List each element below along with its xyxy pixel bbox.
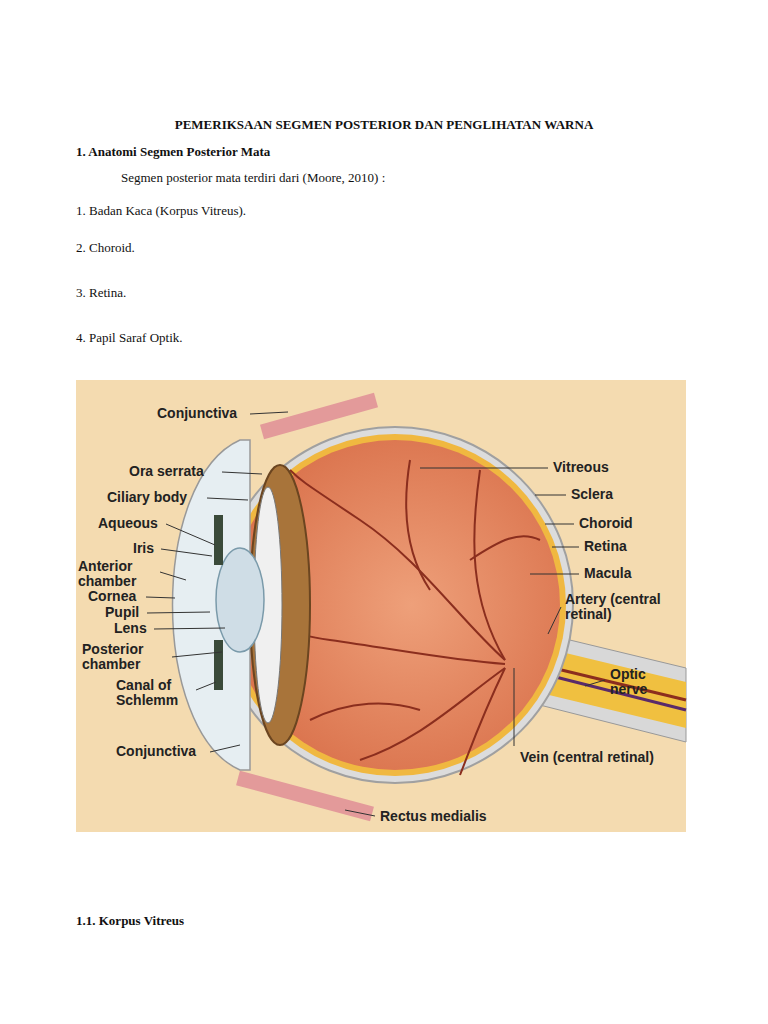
lens: [216, 548, 264, 652]
part-label: Rectus medialis: [380, 809, 487, 824]
part-label: Choroid: [579, 516, 633, 531]
part-label: Ora serrata: [129, 464, 204, 479]
part-label: Conjunctiva: [157, 406, 237, 421]
part-label: Lens: [114, 621, 147, 636]
part-label: Aqueous: [98, 516, 158, 531]
list-item: 4. Papil Saraf Optik.: [76, 330, 183, 346]
list-item: 2. Choroid.: [76, 240, 135, 256]
part-label: Ciliary body: [107, 490, 187, 505]
part-label: Artery (central retinal): [565, 592, 689, 622]
part-label: Posterior chamber: [82, 642, 170, 672]
part-label: Sclera: [571, 487, 613, 502]
part-label: Retina: [584, 539, 627, 554]
part-label: Optic nerve: [610, 667, 684, 697]
iris: [214, 515, 223, 565]
section-heading: 1. Anatomi Segmen Posterior Mata: [76, 144, 270, 160]
part-label: Vein (central retinal): [520, 750, 654, 765]
part-label: Canal of Schlemm: [116, 678, 196, 708]
section-heading: 1.1. Korpus Vitreus: [76, 913, 184, 929]
part-label: Conjunctiva: [116, 744, 196, 759]
part-label: Iris: [133, 541, 154, 556]
part-label: Pupil: [105, 605, 139, 620]
part-label: Vitreous: [553, 460, 609, 475]
part-label: Macula: [584, 566, 631, 581]
retina: [230, 440, 560, 770]
part-label: Anterior chamber: [78, 559, 158, 589]
muscle-top: [262, 400, 376, 432]
page-title: PEMERIKSAAN SEGMEN POSTERIOR DAN PENGLIH…: [0, 117, 768, 133]
part-label: Cornea: [88, 589, 136, 604]
list-item: 3. Retina.: [76, 285, 126, 301]
body-text: Segmen posterior mata terdiri dari (Moor…: [121, 170, 385, 186]
list-item: 1. Badan Kaca (Korpus Vitreus).: [76, 203, 246, 219]
retinal-vessels: [288, 460, 541, 775]
choroid: [224, 434, 566, 776]
sclera: [217, 427, 573, 783]
rectus-muscle: [238, 778, 372, 814]
